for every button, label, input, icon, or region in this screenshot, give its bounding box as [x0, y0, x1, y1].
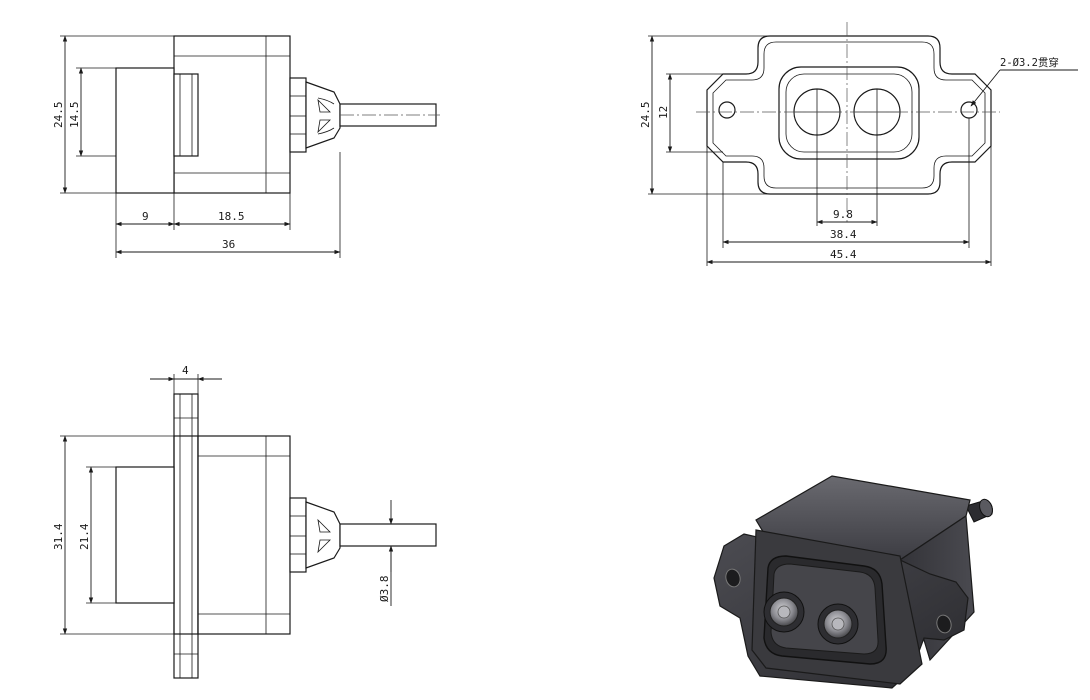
side-view: 4 31.4 21.4 Ø3.8	[52, 364, 437, 679]
side-body-outline	[197, 435, 291, 635]
dim-text-height-24-5: 24.5	[52, 102, 65, 129]
side-lens-housing	[115, 466, 175, 604]
lens-window-inner	[785, 73, 913, 153]
side-cable-gland-cone	[305, 501, 341, 569]
render-3d-view	[713, 475, 993, 689]
dim-text-top-height-12: 12	[657, 106, 670, 119]
front-cable-gland-nut	[289, 77, 307, 153]
render-mount-hole-left	[725, 568, 741, 588]
render-mount-hole-right	[936, 614, 952, 634]
front-cable-gland-cone	[305, 81, 341, 149]
side-cable-gland-nut	[289, 497, 307, 573]
front-lens-housing	[115, 67, 175, 194]
hole-note-text: 2-Ø3.2贯穿	[1000, 56, 1059, 69]
front-view: 24.5 14.5 9 18.5 36	[52, 35, 440, 258]
dim-text-total-width: 45.4	[830, 248, 857, 261]
mount-hole-right	[960, 101, 978, 119]
dim-text-top-height-24-5: 24.5	[639, 102, 652, 129]
dim-text-length-36: 36	[222, 238, 235, 251]
top-view: 24.5 12 9.8 38.4 45.4 2-Ø3.2贯穿	[639, 22, 1078, 266]
hole-note-leader	[970, 69, 1001, 107]
dim-text-side-height-31-4: 31.4	[52, 523, 65, 550]
side-cable	[339, 523, 437, 547]
dim-text-depth-9: 9	[142, 210, 149, 223]
dim-text-height-14-5: 14.5	[68, 102, 81, 129]
dim-text-hole-pitch: 38.4	[830, 228, 857, 241]
dim-text-lens-pitch: 9.8	[833, 208, 853, 221]
mount-hole-left	[718, 101, 736, 119]
dim-text-flange-thickness: 4	[182, 364, 189, 377]
side-flange	[173, 393, 199, 679]
dim-text-side-height-21-4: 21.4	[78, 523, 91, 550]
dim-text-cable-diameter: Ø3.8	[378, 576, 391, 603]
dim-text-depth-18-5: 18.5	[218, 210, 245, 223]
